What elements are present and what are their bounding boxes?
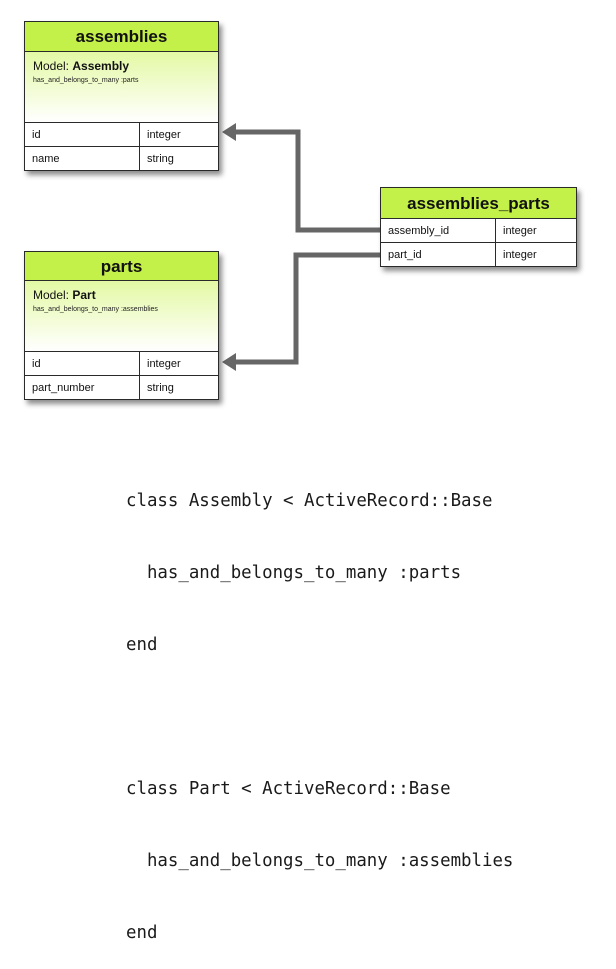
column-name: id bbox=[25, 352, 140, 375]
code-line: class Assembly < ActiveRecord::Base bbox=[126, 491, 493, 511]
parts-model-box: Model: Part has_and_belongs_to_many :ass… bbox=[25, 281, 218, 352]
column-type: integer bbox=[503, 224, 537, 237]
parts-table-title: parts bbox=[25, 252, 218, 281]
assemblies-model-box: Model: Assembly has_and_belongs_to_many … bbox=[25, 52, 218, 123]
assemblies-association: has_and_belongs_to_many :parts bbox=[33, 77, 139, 84]
column-type: integer bbox=[147, 357, 181, 370]
assemblies-model-name: Assembly bbox=[72, 59, 130, 73]
assemblies-parts-table: assemblies_parts assembly_id integer par… bbox=[380, 187, 577, 267]
ruby-code-block: class Assembly < ActiveRecord::Base has_… bbox=[126, 441, 513, 969]
part-id-connector bbox=[233, 252, 380, 365]
parts-model-prefix: Model: bbox=[33, 288, 73, 302]
column-name: name bbox=[25, 147, 140, 170]
code-line: has_and_belongs_to_many :parts bbox=[126, 563, 462, 583]
column-name: assembly_id bbox=[381, 219, 496, 242]
column-type: integer bbox=[503, 248, 537, 261]
code-line: class Part < ActiveRecord::Base bbox=[126, 779, 451, 799]
code-line: has_and_belongs_to_many :assemblies bbox=[126, 851, 514, 871]
column-type: string bbox=[147, 152, 174, 165]
assembly-id-arrowhead bbox=[222, 123, 236, 141]
code-line: end bbox=[126, 923, 158, 943]
assemblies-model-prefix: Model: bbox=[33, 59, 73, 73]
parts-table: parts Model: Part has_and_belongs_to_man… bbox=[24, 251, 219, 400]
assemblies-table: assemblies Model: Assembly has_and_belon… bbox=[24, 21, 219, 171]
assemblies-parts-row-assembly-id: assembly_id integer bbox=[381, 219, 576, 243]
assemblies-row-name: name string bbox=[25, 147, 218, 170]
part-id-arrowhead bbox=[222, 353, 236, 371]
parts-association: has_and_belongs_to_many :assemblies bbox=[33, 306, 158, 313]
parts-row-part-number: part_number string bbox=[25, 376, 218, 399]
code-line bbox=[126, 705, 513, 729]
parts-model-line: Model: Part bbox=[33, 288, 218, 302]
column-name: id bbox=[25, 123, 140, 146]
column-name: part_number bbox=[25, 376, 140, 399]
parts-model-name: Part bbox=[72, 288, 96, 302]
assemblies-row-id: id integer bbox=[25, 123, 218, 147]
assemblies-parts-row-part-id: part_id integer bbox=[381, 243, 576, 266]
code-line: end bbox=[126, 635, 158, 655]
assemblies-parts-table-title: assemblies_parts bbox=[381, 188, 576, 219]
parts-row-id: id integer bbox=[25, 352, 218, 376]
column-name: part_id bbox=[381, 243, 496, 266]
column-type: integer bbox=[147, 128, 181, 141]
assemblies-model-line: Model: Assembly bbox=[33, 59, 218, 73]
assemblies-table-title: assemblies bbox=[25, 22, 218, 52]
assembly-id-connector bbox=[233, 129, 380, 233]
column-type: string bbox=[147, 381, 174, 394]
relationship-connectors bbox=[222, 123, 380, 371]
